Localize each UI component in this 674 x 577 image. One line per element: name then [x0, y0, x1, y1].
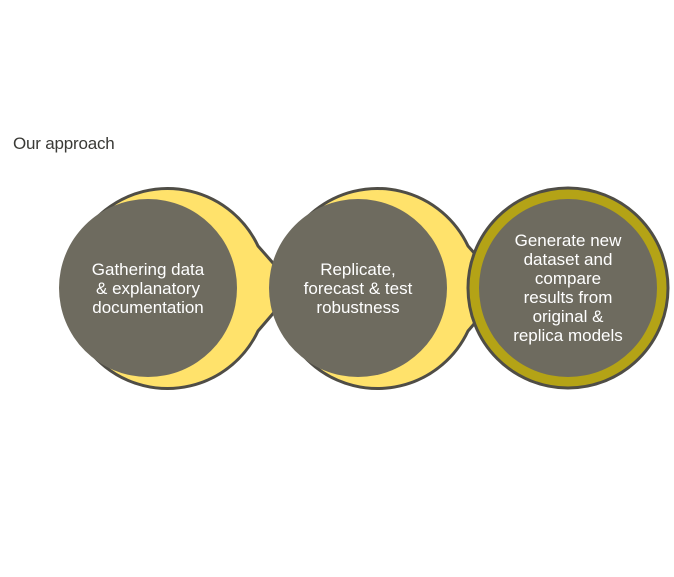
step-3-line-1: Generate new [514, 231, 622, 250]
step-2-label: Replicate, forecast & test robustness [283, 260, 433, 317]
step-3-line-5: original & [532, 307, 604, 326]
step-1-line-2: & explanatory [96, 279, 200, 298]
step-3-line-6: replica models [513, 326, 623, 345]
step-1-label: Gathering data & explanatory documentati… [73, 260, 223, 317]
step-2-line-3: robustness [316, 298, 400, 317]
step-2-line-1: Replicate, [320, 260, 396, 279]
step-2-line-2: forecast & test [303, 279, 413, 298]
step-3-line-4: results from [523, 288, 613, 307]
step-1-shape [59, 187, 297, 390]
step-3-label: Generate new dataset and compare results… [493, 231, 643, 345]
page-title: Our approach [13, 134, 115, 153]
step-1-line-1: Gathering data [91, 260, 205, 279]
step-3-shape [466, 186, 670, 390]
step-3-line-2: dataset and [523, 250, 613, 269]
step-1-line-3: documentation [92, 298, 204, 317]
step-3-line-3: compare [534, 269, 602, 288]
step-2-shape [269, 187, 507, 390]
